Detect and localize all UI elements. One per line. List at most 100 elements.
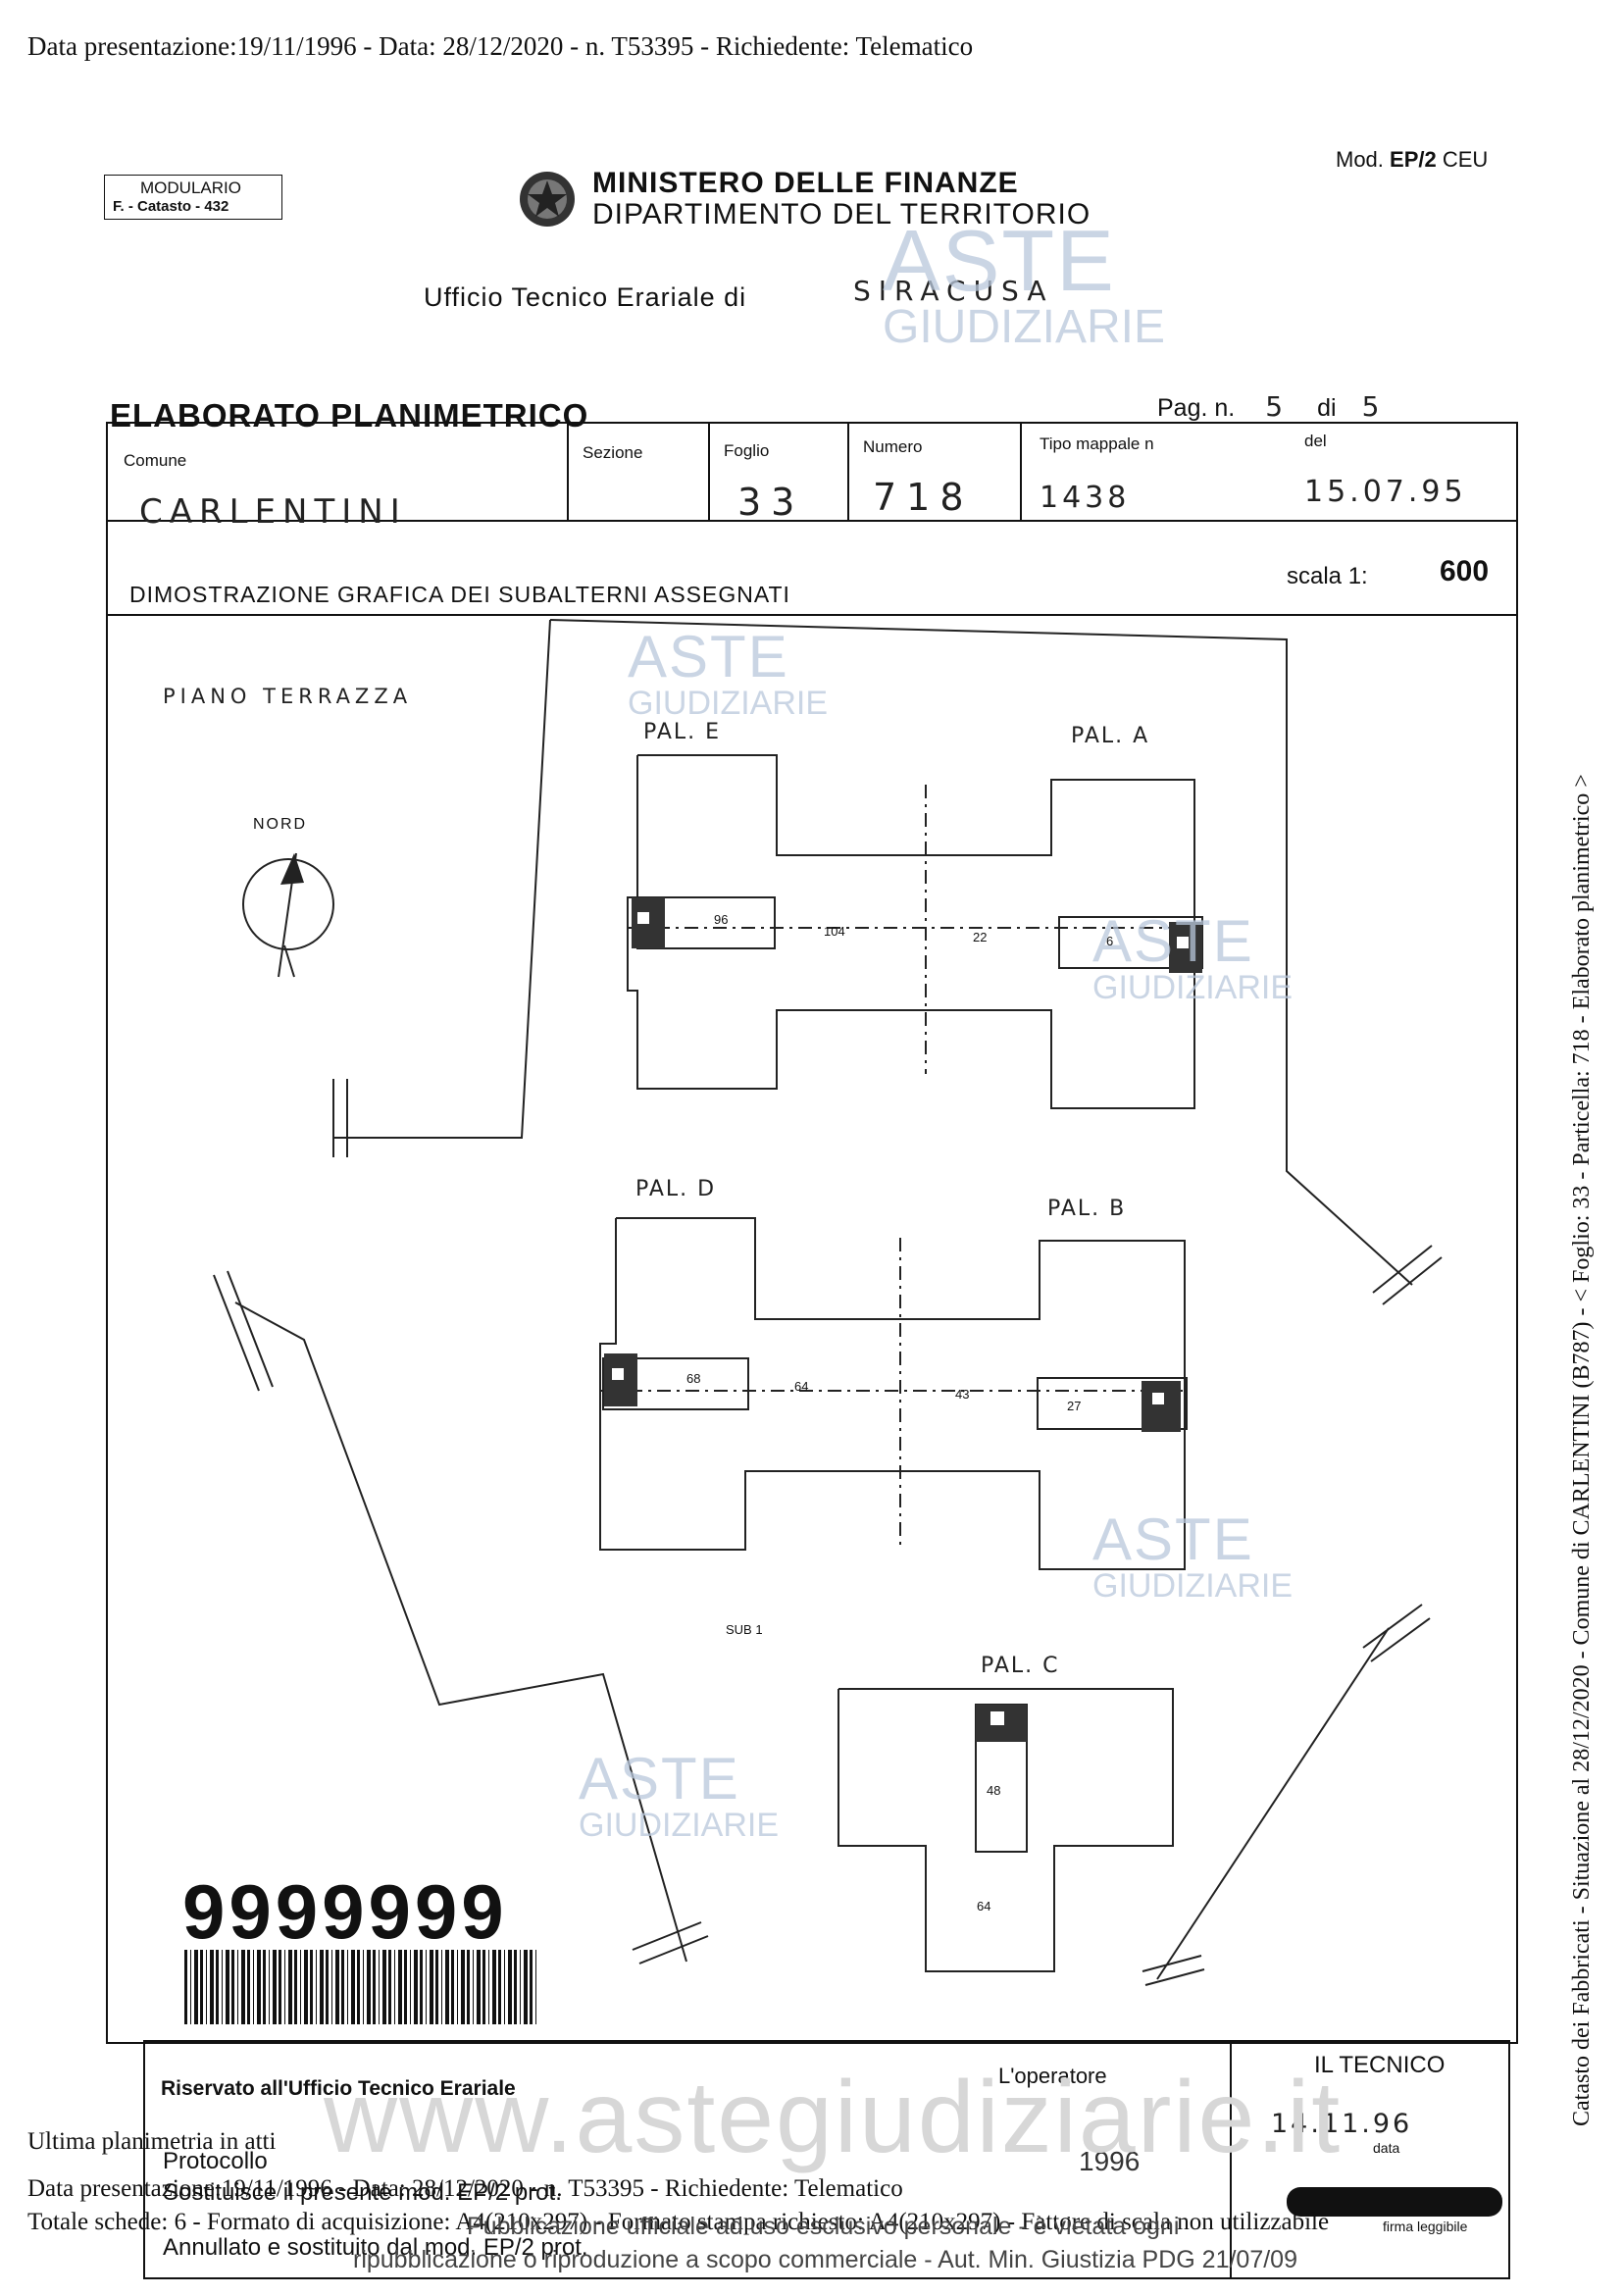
watermark-giudiziarie: GIUDIZIARIE: [883, 301, 1166, 353]
watermark-mid-2: ASTE GIUDIZIARIE: [1092, 908, 1294, 1006]
watermark-giudiziarie-2: GIUDIZIARIE: [628, 685, 829, 722]
site-boundary: [333, 619, 551, 1139]
presentation-header: Data presentazione:19/11/1996 - Data: 28…: [27, 31, 974, 61]
office-city: SIRACUSA: [853, 275, 1054, 307]
site-boundary-2: [549, 619, 1413, 1286]
barcode-icon: [184, 1950, 537, 2024]
page-label: Pag. n.: [1157, 394, 1236, 422]
riservato-label: Riservato all'Ufficio Tecnico Erariale: [161, 2077, 516, 2100]
nord-label: NORD: [253, 816, 308, 833]
footer-line-2: Totale schede: 6 - Formato di acquisizio…: [27, 2209, 1330, 2235]
scala-value: 600: [1440, 555, 1490, 587]
site-boundary-3: [234, 1301, 687, 1963]
watermark-aste: ASTE: [883, 212, 1116, 309]
scala-label: scala 1:: [1287, 563, 1368, 589]
tecnico-label: IL TECNICO: [1314, 2052, 1446, 2078]
bottom-divider: [1230, 2040, 1232, 2277]
watermark-mid-4: ASTE GIUDIZIARIE: [579, 1746, 780, 1844]
north-arrow-icon: [280, 853, 304, 885]
annullato-label: Annullato e sostituito dal mod. EP/2 pro…: [163, 2234, 588, 2261]
unit-6: 6: [1106, 934, 1114, 948]
sezione-label: Sezione: [583, 443, 643, 462]
foglio-value: 33: [737, 481, 805, 524]
pubblicazione-line-2: ripubblicazione o riproduzione a scopo c…: [353, 2246, 1297, 2273]
watermark-giudiziarie-5: GIUDIZIARIE: [579, 1807, 780, 1844]
tipo-value: 1438: [1040, 481, 1131, 515]
del-value: 15.07.95: [1304, 475, 1467, 509]
unit-68: 68: [686, 1371, 701, 1386]
north-circle: [242, 858, 334, 950]
divider-2: [708, 422, 710, 520]
building-db-outline: [599, 1217, 1186, 1570]
ministry-title: MINISTERO DELLE FINANZE: [592, 167, 1019, 199]
model-prefix: Mod.: [1336, 147, 1384, 172]
break-marks: [213, 1079, 1443, 1986]
main-frame: [106, 422, 1518, 2044]
ultima-planimetria: Ultima planimetria in atti: [27, 2128, 277, 2155]
redaction-bar: [1287, 2187, 1502, 2217]
tipo-label: Tipo mappale n: [1040, 434, 1154, 453]
pal-c-label: PAL. C: [981, 1654, 1060, 1678]
watermark-top: ASTE GIUDIZIARIE: [883, 218, 1165, 351]
model-suffix: CEU: [1442, 147, 1489, 172]
unit-64a: 64: [794, 1379, 809, 1394]
model-code-bold: EP/2: [1390, 147, 1437, 172]
comune-value: CARLENTINI: [139, 492, 407, 532]
stair-core-b: [1142, 1381, 1181, 1432]
modulario-code: F. - Catasto - 432: [113, 198, 229, 215]
pal-a-label: PAL. A: [1071, 724, 1150, 748]
bottom-section: [143, 2040, 1510, 2279]
unit-96: 96: [714, 912, 729, 927]
info-row: [106, 422, 1516, 522]
pubblicazione-line-1: Pubblicazione ufficiale ad uso esclusivo…: [467, 2213, 1180, 2240]
page-indicator: Pag. n. 5 di 5: [1157, 390, 1402, 423]
tecnico-data-label: data: [1373, 2140, 1400, 2156]
unit-64b: 64: [977, 1899, 991, 1913]
watermark-mid-1: ASTE GIUDIZIARIE: [628, 628, 829, 722]
divider-4: [1020, 422, 1022, 520]
unit-27: 27: [1067, 1399, 1082, 1413]
building-c-outline: [837, 1688, 1174, 1972]
watermark-aste-5: ASTE: [579, 1746, 740, 1811]
comune-label: Comune: [124, 451, 187, 470]
firma-label: firma leggibile: [1383, 2219, 1468, 2234]
unit-22: 22: [973, 930, 988, 944]
unit-104: 104: [824, 924, 845, 939]
watermark-aste-4: ASTE: [1092, 1506, 1254, 1572]
page-of-label: di: [1317, 394, 1337, 422]
model-code: Mod. EP/2 CEU: [1336, 147, 1488, 173]
del-label: del: [1304, 432, 1327, 450]
unit-43: 43: [955, 1387, 970, 1402]
watermark-giudiziarie-4: GIUDIZIARIE: [1092, 1567, 1294, 1605]
dimostrazione-title: DIMOSTRAZIONE GRAFICA DEI SUBALTERNI ASS…: [129, 582, 790, 607]
footer-line-1: Data presentazione:19/11/1996 - Data: 28…: [27, 2175, 903, 2202]
modulario-title: MODULARIO: [140, 179, 241, 197]
pal-d-label: PAL. D: [635, 1177, 717, 1201]
site-watermark: www.astegiudiziarie.it: [324, 2061, 1343, 2174]
sostituisce-label: Sostituisce il presente mod. EP/2 prot.: [163, 2179, 562, 2206]
building-ea-outline: [627, 754, 1195, 1109]
divider-1: [567, 422, 569, 520]
department-title: DIPARTIMENTO DEL TERRITORIO: [592, 198, 1091, 230]
piano-label: PIANO TERRAZZA: [163, 685, 413, 708]
operatore-label: L'operatore: [998, 2064, 1107, 2088]
watermark-aste-3: ASTE: [1092, 908, 1254, 974]
divider-3: [847, 422, 849, 520]
pal-e-label: PAL. E: [643, 720, 722, 744]
modulario-box: MODULARIO F. - Catasto - 432: [104, 175, 282, 220]
page-total: 5: [1361, 390, 1384, 423]
stamp-date: 1996: [1079, 2146, 1141, 2176]
foglio-label: Foglio: [724, 441, 770, 460]
watermark-giudiziarie-3: GIUDIZIARIE: [1092, 969, 1294, 1006]
pal-b-label: PAL. B: [1047, 1197, 1127, 1221]
document-title: ELABORATO PLANIMETRICO: [110, 397, 589, 434]
dimostrazione-row: [106, 520, 1516, 616]
sub-1-label: SUB 1: [726, 1622, 763, 1637]
tecnico-date: 14.11.96: [1271, 2109, 1413, 2139]
site-boundary-4: [1156, 1627, 1390, 1980]
numero-label: Numero: [863, 437, 923, 456]
numero-value: 718: [873, 476, 974, 519]
office-label: Ufficio Tecnico Erariale di: [424, 282, 747, 312]
barcode-number: 9999999: [182, 1868, 508, 1955]
